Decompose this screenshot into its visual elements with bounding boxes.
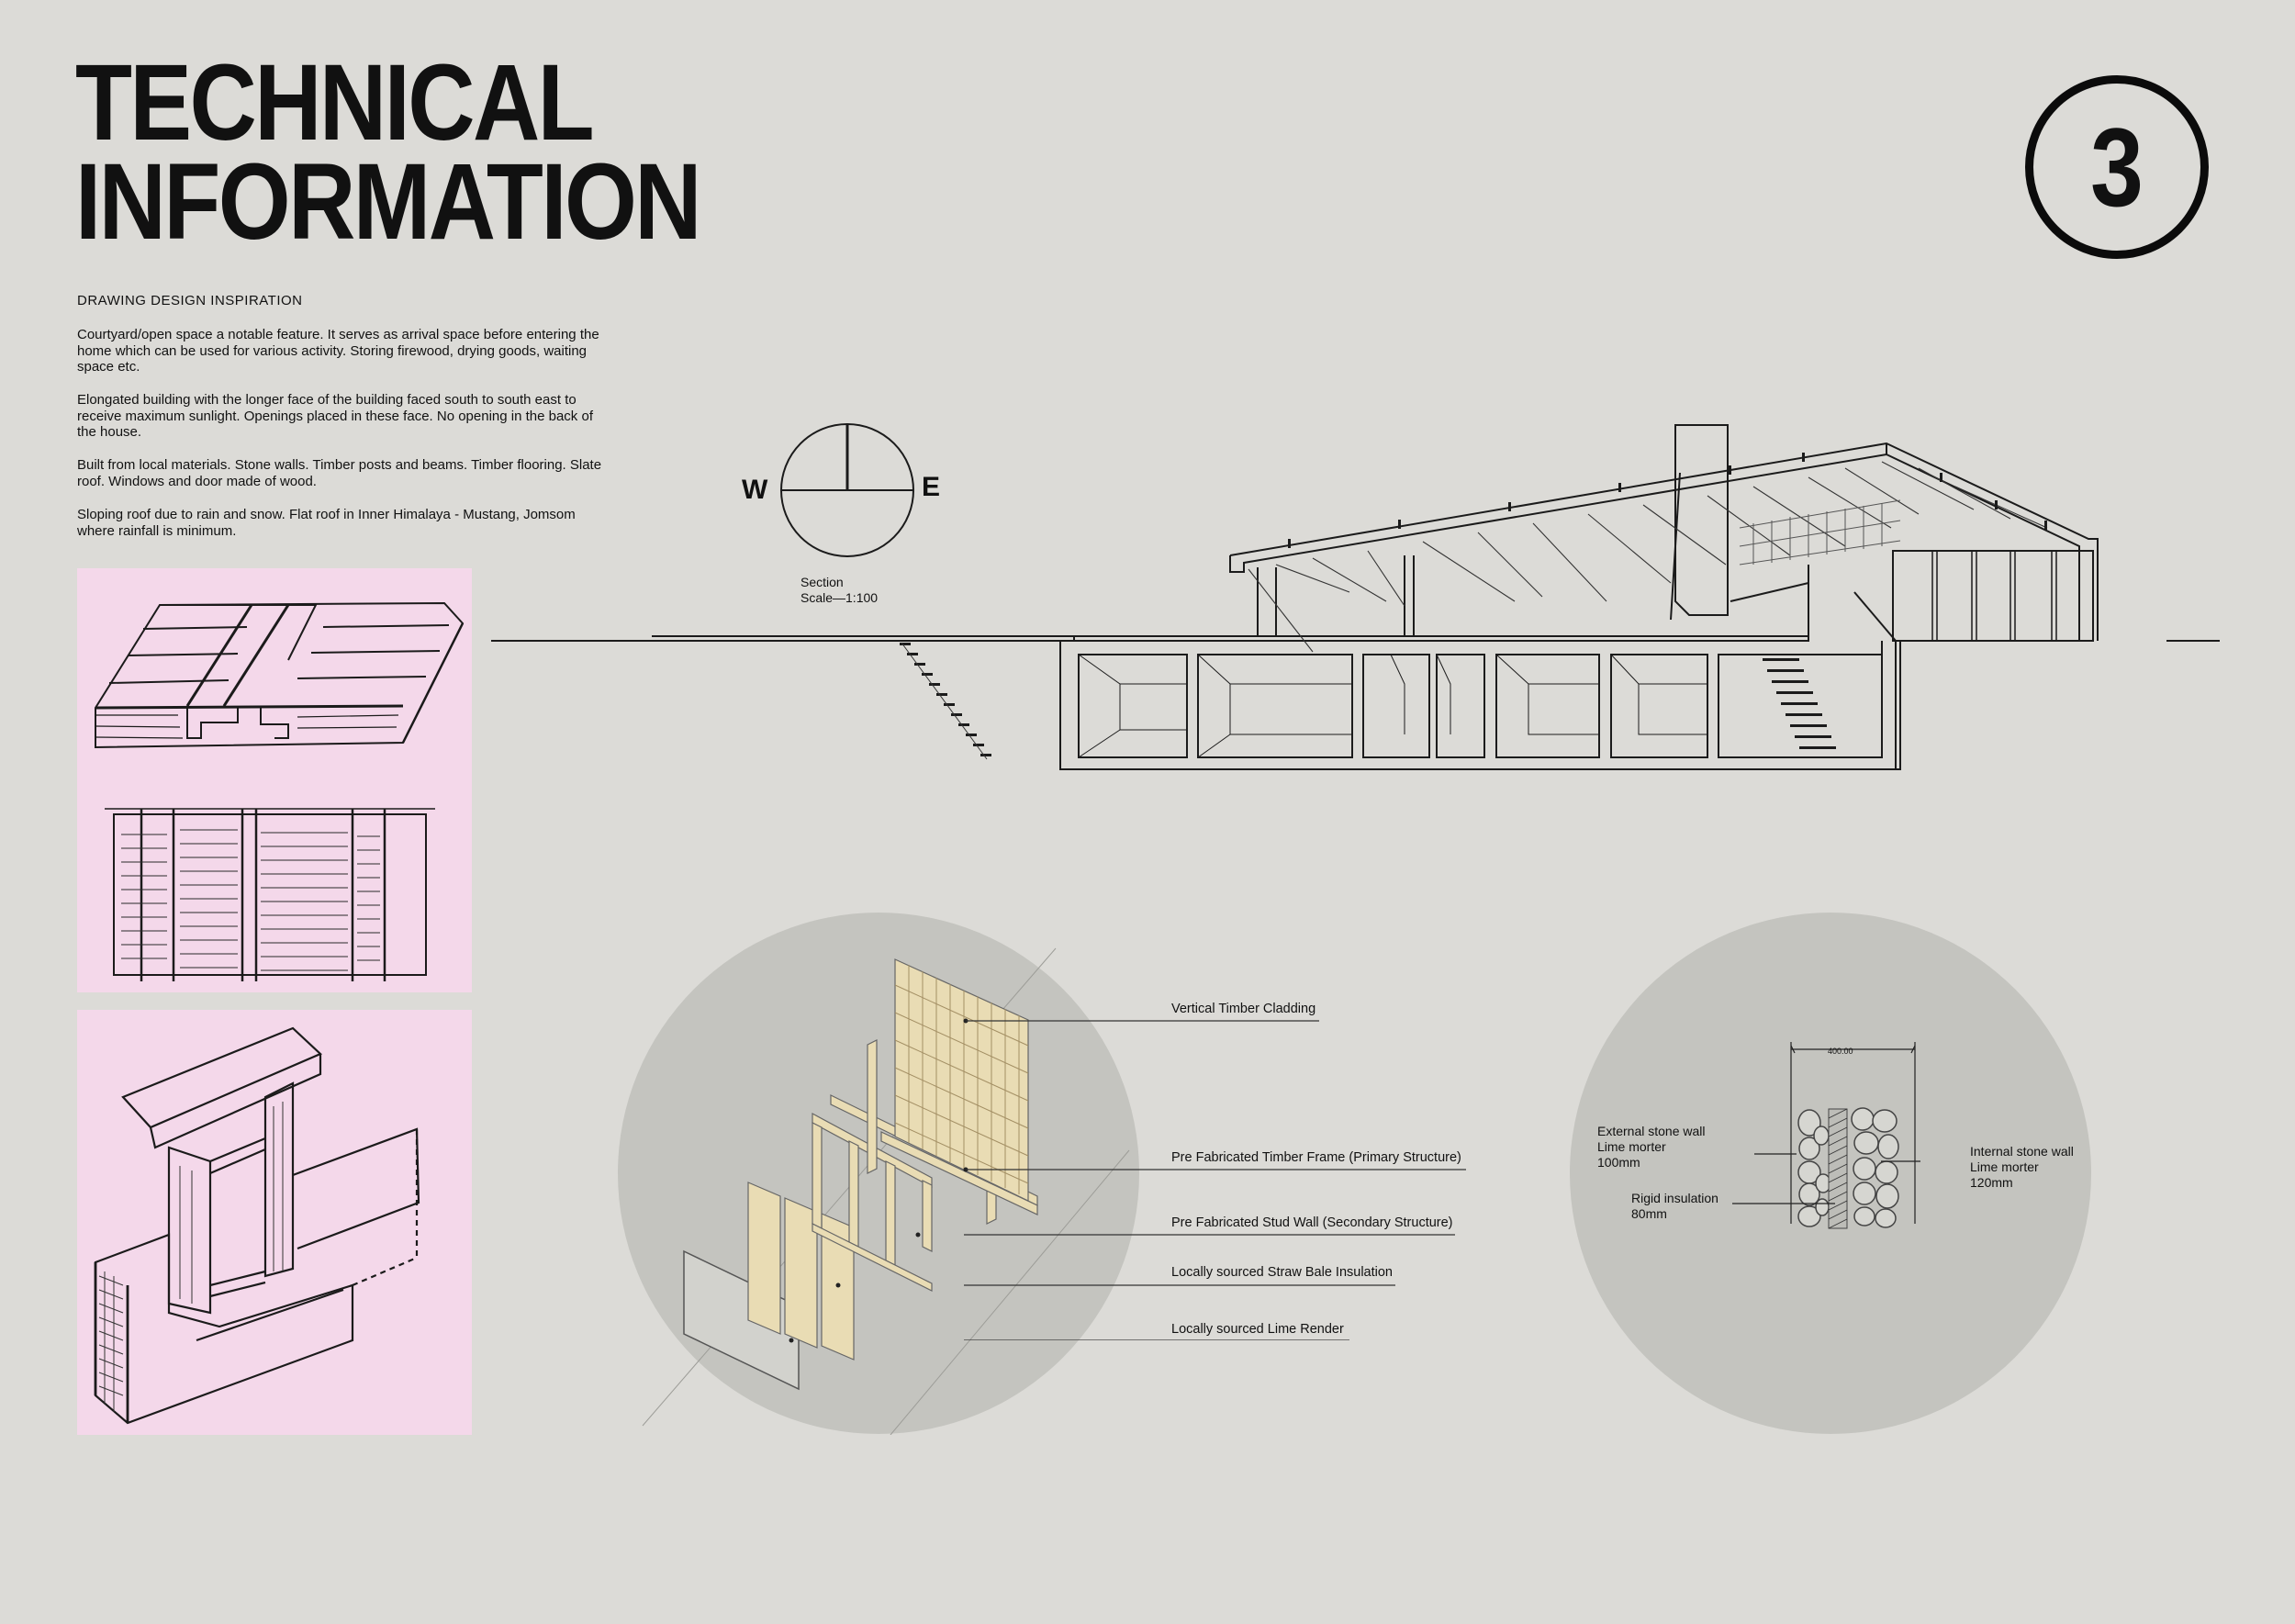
timber-joint-sketch xyxy=(95,601,465,981)
compass-east: E xyxy=(922,472,941,502)
internal-wall-name: Internal stone wall xyxy=(1970,1144,2074,1159)
label-external-wall: External stone wall Lime morter 100mm xyxy=(1597,1124,1706,1170)
label-stud-wall: Pre Fabricated Stud Wall (Secondary Stru… xyxy=(1171,1215,1453,1230)
title-line-1: TECHNICAL xyxy=(75,42,595,163)
sketch-panel-window xyxy=(77,1010,472,1435)
label-internal-wall: Internal stone wall Lime morter 120mm xyxy=(1970,1144,2074,1191)
label-straw-bale: Locally sourced Straw Bale Insulation xyxy=(1171,1265,1393,1280)
label-vertical-cladding: Vertical Timber Cladding xyxy=(1171,1002,1316,1016)
wall-dimension: 400.00 xyxy=(1828,1047,1853,1056)
building-section-drawing xyxy=(491,424,2220,770)
label-rigid-insulation: Rigid insulation 80mm xyxy=(1631,1191,1718,1222)
compass-west: W xyxy=(742,475,768,505)
internal-wall-mortar: Lime morter xyxy=(1970,1159,2039,1174)
page-number: 3 xyxy=(2090,105,2144,230)
label-timber-frame: Pre Fabricated Timber Frame (Primary Str… xyxy=(1171,1150,1461,1165)
label-lime-render: Locally sourced Lime Render xyxy=(1171,1322,1344,1337)
paragraph-courtyard: Courtyard/open space a notable feature. … xyxy=(77,327,599,375)
exploded-wall-diagram xyxy=(618,913,1139,1435)
window-frame-sketch xyxy=(94,1026,420,1425)
insulation-name: Rigid insulation xyxy=(1631,1191,1718,1205)
sketch-panel-joints xyxy=(77,568,472,992)
paragraph-orientation: Elongated building with the longer face … xyxy=(77,392,593,440)
wall-detail-diagram xyxy=(1570,913,2091,1434)
page-number-badge: 3 xyxy=(2025,75,2209,259)
page-title: TECHNICAL INFORMATION xyxy=(75,42,702,263)
exploded-leader-lines xyxy=(964,1020,1466,1340)
title-line-2: INFORMATION xyxy=(75,141,702,263)
subheading: DRAWING DESIGN INSPIRATION xyxy=(77,293,303,308)
internal-wall-thickness: 120mm xyxy=(1970,1175,2013,1190)
external-wall-mortar: Lime morter xyxy=(1597,1139,1666,1154)
paragraph-materials: Built from local materials. Stone walls.… xyxy=(77,457,602,489)
paragraph-roof: Sloping roof due to rain and snow. Flat … xyxy=(77,507,576,539)
insulation-thickness: 80mm xyxy=(1631,1206,1667,1221)
compass-diagram xyxy=(780,423,914,557)
section-title: Section xyxy=(800,575,844,589)
section-scale: Scale—1:100 xyxy=(800,590,879,605)
external-wall-thickness: 100mm xyxy=(1597,1155,1640,1170)
section-label: Section Scale—1:100 xyxy=(800,575,878,606)
external-wall-name: External stone wall xyxy=(1597,1124,1706,1138)
